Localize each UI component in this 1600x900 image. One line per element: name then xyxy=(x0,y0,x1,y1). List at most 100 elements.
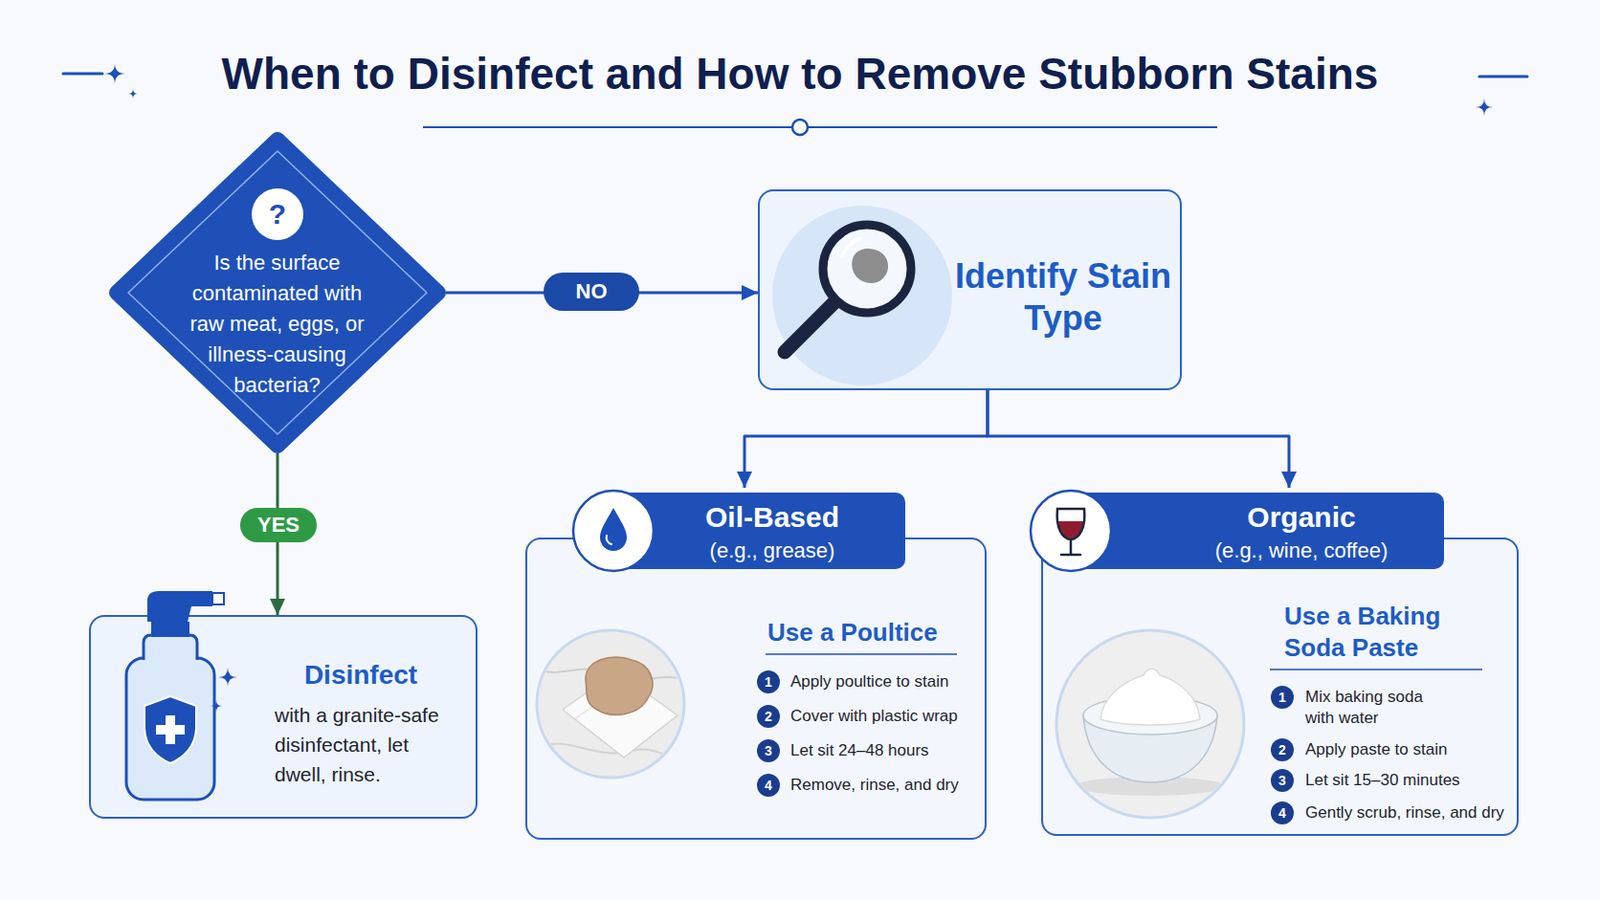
bowl-scene xyxy=(1075,668,1225,797)
connector-arrow xyxy=(987,390,1289,489)
step-text: Let sit 15–30 minutes xyxy=(1305,770,1516,792)
callout-number: 3 xyxy=(756,739,780,763)
category-title: Oil-Based xyxy=(662,500,883,535)
title-underline xyxy=(422,126,1218,129)
step-number: 3 xyxy=(1270,769,1294,793)
step-text: Cover with plastic wrap xyxy=(790,706,987,728)
method-title: Use a Poultice xyxy=(767,618,988,647)
process-box: Identify Stain Type xyxy=(757,189,1182,391)
decision-diamond: ? Is the surface contaminated with raw me… xyxy=(109,132,446,454)
sprayer-head xyxy=(147,591,213,623)
bowl-illustration xyxy=(1056,630,1245,819)
edge-label: NO xyxy=(543,272,640,312)
bowl-body xyxy=(1083,715,1218,783)
step-number: 2 xyxy=(1270,738,1294,762)
process-title: Identify Stain Type xyxy=(953,255,1174,340)
category-tab: Organic (e.g., wine, coffee) xyxy=(1028,488,1445,575)
decision-text: Is the surface contaminated with raw mea… xyxy=(174,247,380,401)
cross-symbol xyxy=(165,715,176,745)
bowl-rim xyxy=(1083,696,1218,735)
step-text: Mix baking soda with water xyxy=(1305,687,1449,730)
diamond-fill xyxy=(116,139,439,446)
poultice-paste xyxy=(585,657,653,715)
step-text: Apply poultice to stain xyxy=(790,671,987,693)
callout-number: 2 xyxy=(1270,738,1294,762)
glass-base xyxy=(1061,554,1081,557)
magnifier-lens xyxy=(822,224,912,313)
title-underline-dot xyxy=(792,119,808,135)
cross-symbol xyxy=(155,725,185,735)
callout-number: 4 xyxy=(756,774,780,798)
sprayer-trigger xyxy=(174,608,190,634)
category-tab: Oil-Based (e.g., grease) xyxy=(571,488,906,575)
callout-number: 1 xyxy=(756,670,780,694)
sparkle xyxy=(104,63,126,85)
callout-number: 3 xyxy=(1270,769,1294,793)
question-circle xyxy=(251,188,304,241)
step-number: 1 xyxy=(1270,686,1294,710)
category-example: (e.g., grease) xyxy=(662,538,883,564)
diagram-title: When to Disinfect and How to Remove Stub… xyxy=(0,46,1600,101)
category-example: (e.g., wine, coffee) xyxy=(1191,538,1412,564)
sparkle xyxy=(128,88,138,99)
step-number: 2 xyxy=(756,705,780,729)
tab-band xyxy=(1070,492,1445,570)
action-text: with a granite-safe disinfectant, let dw… xyxy=(274,700,457,790)
step-number: 4 xyxy=(1270,801,1294,825)
tab-icon-circle xyxy=(573,490,654,572)
step-text: Apply paste to stain xyxy=(1305,739,1516,761)
bottle-shoulder xyxy=(143,635,198,661)
step-number: 4 xyxy=(756,774,780,798)
method-title: Use a Baking Soda Paste xyxy=(1284,600,1476,665)
callout-number: 2 xyxy=(756,705,780,729)
heading-rule xyxy=(1269,668,1483,671)
wine xyxy=(1058,521,1084,539)
sprayer-nozzle xyxy=(212,593,224,605)
shield-symbol xyxy=(144,696,197,764)
wine-glass-icon xyxy=(1057,509,1086,540)
step-text: Let sit 24–48 hours xyxy=(790,740,987,762)
dip-tube xyxy=(169,622,172,793)
cloth xyxy=(562,671,678,758)
action-title: Disinfect xyxy=(287,659,435,692)
title-rule xyxy=(1479,75,1528,79)
connector-arrow xyxy=(744,390,988,489)
drop-highlight xyxy=(606,535,612,545)
magnifier-handle xyxy=(784,302,835,353)
sparkle xyxy=(218,667,238,688)
baking-soda-paste xyxy=(1100,668,1200,726)
callout-number: 1 xyxy=(1270,686,1294,710)
tab-icon-circle xyxy=(1030,490,1112,572)
callout-number: 4 xyxy=(1270,801,1294,825)
edge-label: YES xyxy=(240,508,317,543)
lens-highlight xyxy=(842,239,860,257)
step-text: Remove, rinse, and dry xyxy=(790,775,987,797)
sparkle xyxy=(1475,98,1493,116)
glass-stem xyxy=(1069,539,1073,556)
title-rule xyxy=(63,72,103,76)
step-number: 3 xyxy=(756,739,780,763)
step-number: 1 xyxy=(756,670,780,694)
marble-vein xyxy=(535,668,689,682)
poultice-illustration xyxy=(536,630,685,778)
question-icon: ? xyxy=(251,188,304,241)
tab-band xyxy=(613,492,906,570)
diamond-inner-line xyxy=(128,151,427,435)
method-panel: Use a Baking Soda PasteMix baking soda w… xyxy=(1041,537,1519,837)
sparkle xyxy=(210,700,223,712)
category-title: Organic xyxy=(1191,500,1412,535)
heading-rule xyxy=(765,653,957,656)
bowl-shadow xyxy=(1075,777,1225,797)
oil-drop-icon xyxy=(600,508,627,552)
action-box: Disinfect with a granite-safe disinfectan… xyxy=(88,615,478,820)
bottle-collar xyxy=(151,622,190,638)
stain-blob xyxy=(851,248,889,284)
cloth-fold xyxy=(574,679,632,720)
step-text: Gently scrub, rinse, and dry xyxy=(1305,802,1516,824)
icon-background xyxy=(772,205,953,386)
bottle-body xyxy=(126,658,215,800)
poultice-scene xyxy=(535,657,689,759)
marble-vein xyxy=(540,744,689,759)
